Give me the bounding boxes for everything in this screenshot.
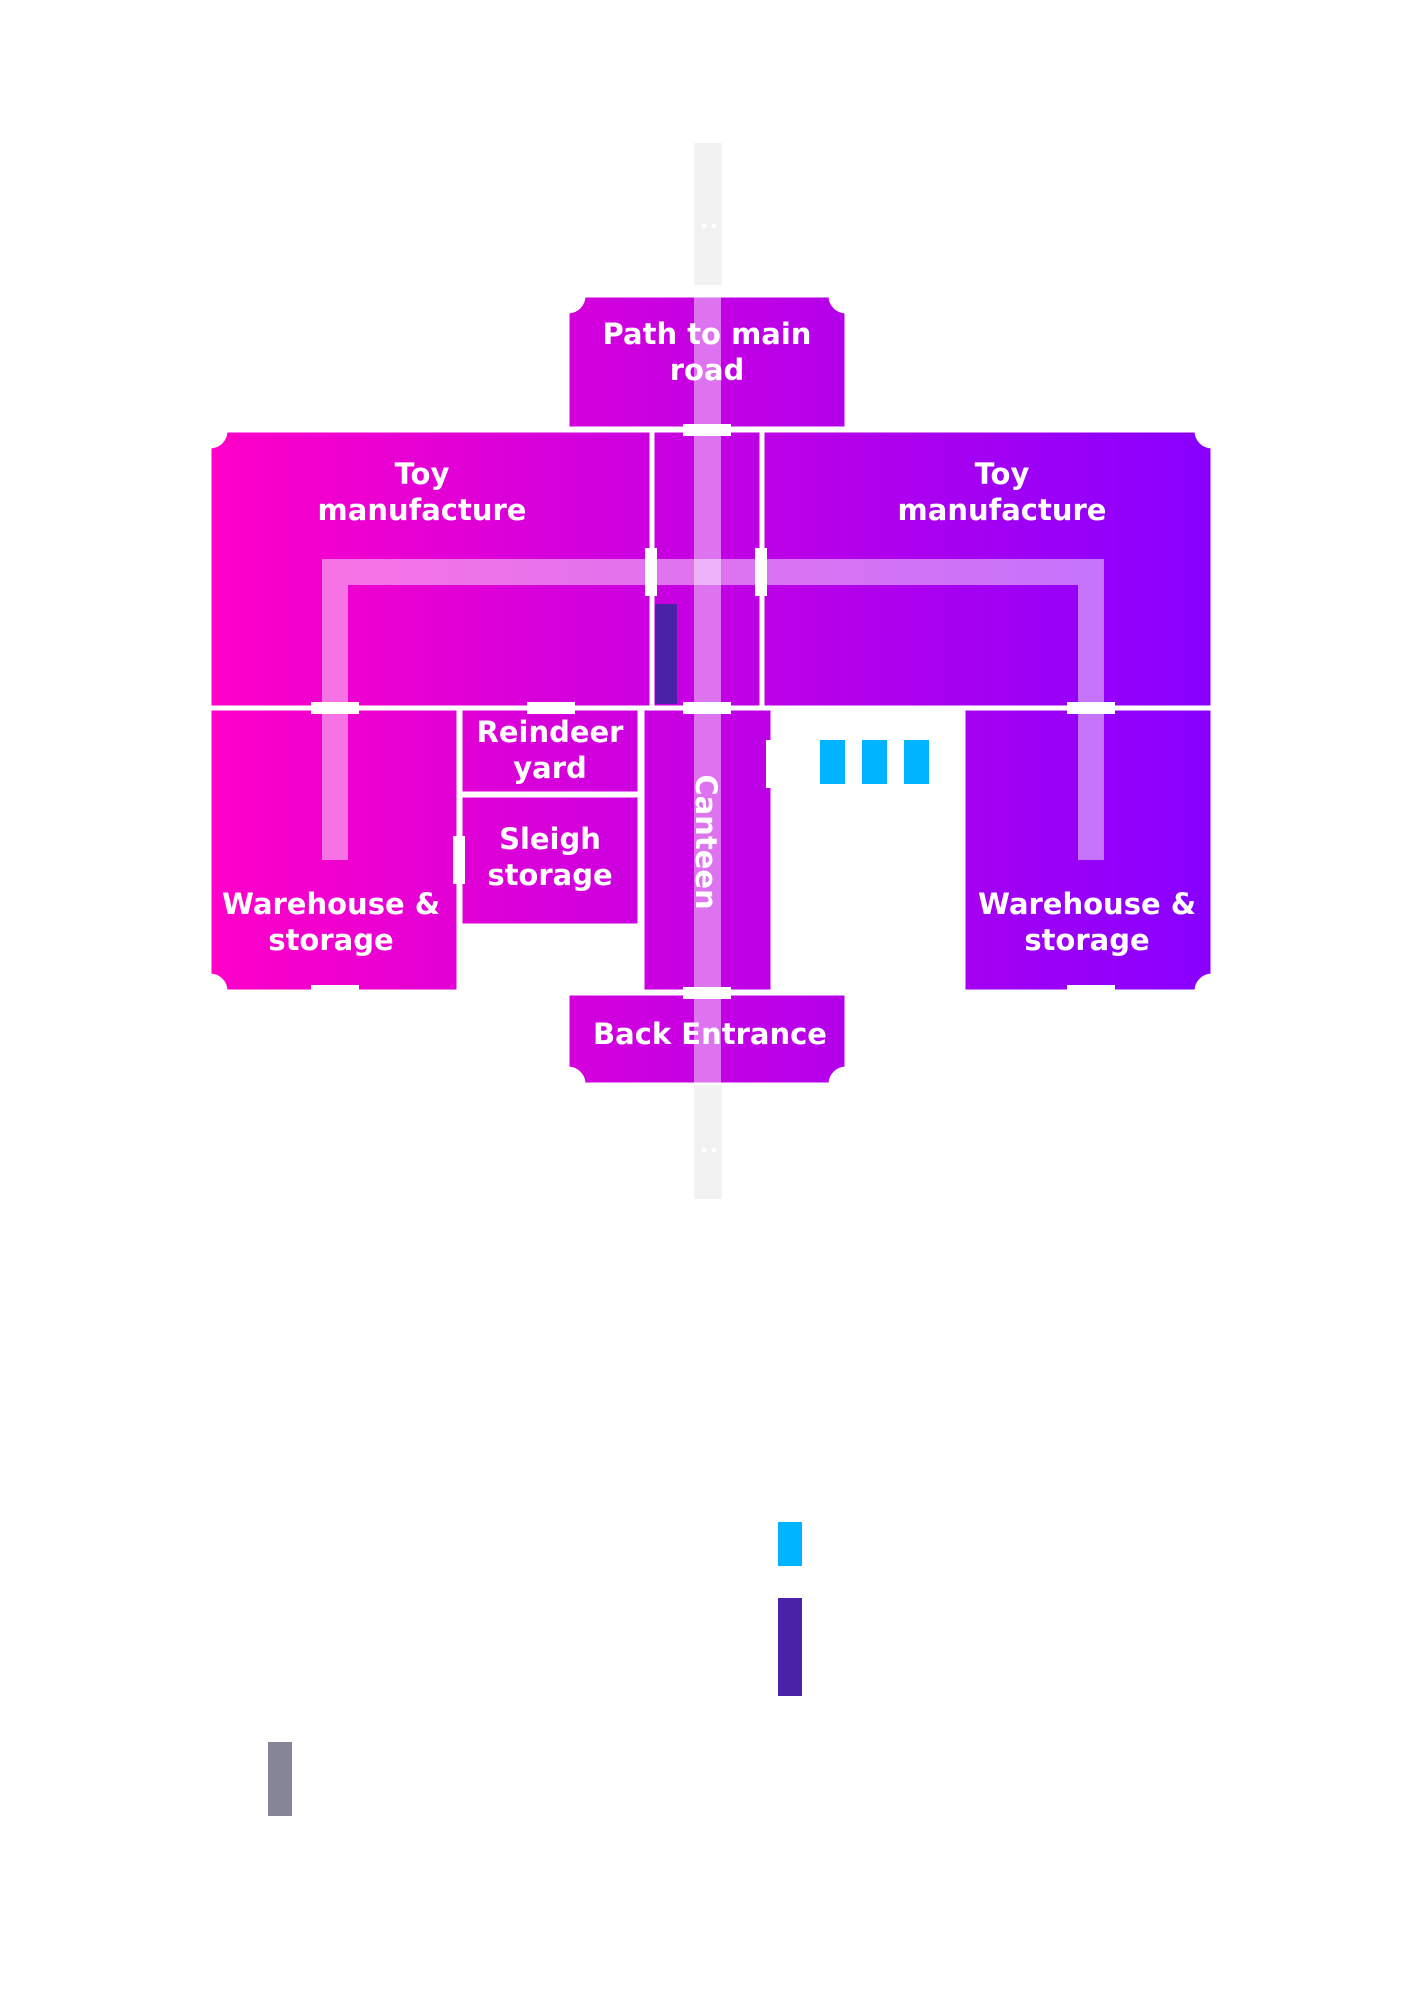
door xyxy=(1067,702,1115,714)
label-reindeer-yard: Reindeer yard xyxy=(476,715,624,785)
blue-marker-2 xyxy=(862,740,887,784)
legend-gray-swatch xyxy=(268,1742,292,1816)
path-overlay-left-branch xyxy=(322,585,348,860)
door xyxy=(311,985,359,993)
path-overlay-vertical xyxy=(694,296,721,1084)
legend-indigo-swatch xyxy=(778,1598,802,1696)
door xyxy=(645,548,657,596)
door xyxy=(311,702,359,714)
room-warehouse-left xyxy=(208,707,460,993)
indigo-marker xyxy=(655,604,677,704)
label-canteen: Canteen xyxy=(689,774,723,910)
label-warehouse-right: Warehouse & storage xyxy=(977,887,1197,957)
room-canteen xyxy=(641,707,774,993)
label-sleigh-storage: Sleigh storage xyxy=(487,822,613,892)
label-toy-manufacture-right: Toy manufacture xyxy=(897,457,1107,527)
door xyxy=(1067,985,1115,993)
label-warehouse-left: Warehouse & storage xyxy=(221,887,441,957)
blue-marker-3 xyxy=(904,740,929,784)
walkway-bottom-dot xyxy=(701,1147,707,1153)
door xyxy=(683,702,731,714)
label-path-to-main-road: Path to main road xyxy=(602,317,812,387)
walkway-top-dot xyxy=(701,223,707,229)
room-toy-manufacture-left xyxy=(208,429,653,709)
room-reindeer-yard xyxy=(459,707,641,795)
door xyxy=(683,424,731,436)
door xyxy=(683,987,731,999)
door xyxy=(766,740,778,788)
label-toy-manufacture-left: Toy manufacture xyxy=(317,457,527,527)
room-back-entrance xyxy=(566,992,848,1086)
room-toy-manufacture-right xyxy=(761,429,1214,709)
label-back-entrance: Back Entrance xyxy=(593,1017,827,1051)
room-path-to-main-road xyxy=(566,294,848,430)
door xyxy=(453,836,465,884)
room-sleigh-storage xyxy=(459,794,641,927)
room-warehouse-right xyxy=(962,707,1214,993)
door xyxy=(527,702,575,714)
walkway-top xyxy=(694,143,722,285)
walkway-bottom xyxy=(694,1083,722,1199)
door xyxy=(755,548,767,596)
blue-marker-1 xyxy=(820,740,845,784)
walkway-bottom-dot xyxy=(711,1147,717,1153)
path-overlay-right-branch xyxy=(1078,585,1104,860)
path-overlay-horizontal xyxy=(322,559,1104,585)
walkway-top-dot xyxy=(711,223,717,229)
legend-blue-swatch xyxy=(778,1522,802,1566)
